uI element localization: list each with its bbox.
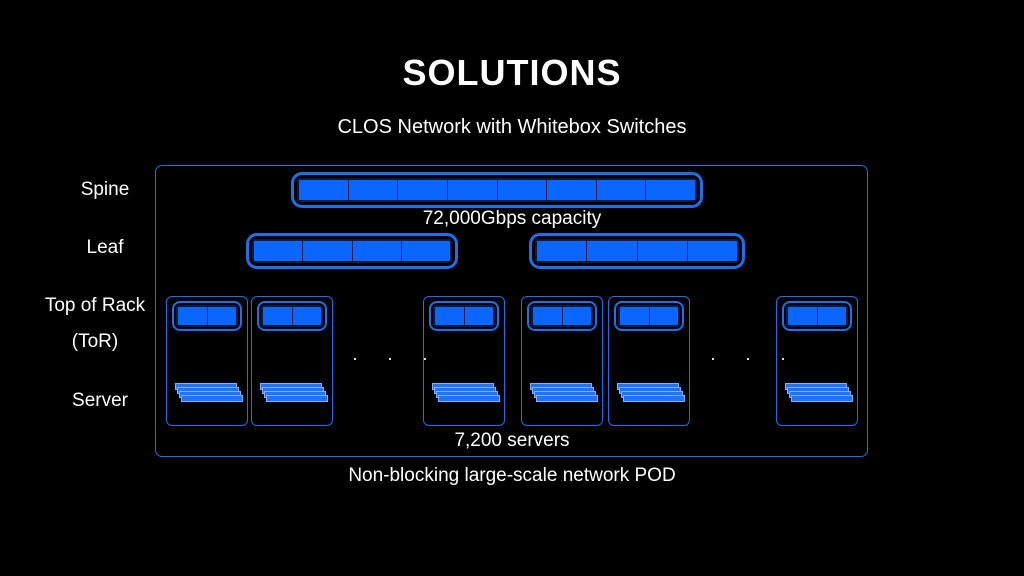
switch-port — [254, 241, 304, 261]
leaf-switch-ports — [252, 239, 452, 263]
switch-port — [348, 180, 399, 200]
switch-port — [687, 241, 737, 261]
switch-port — [547, 180, 597, 200]
rack — [251, 296, 333, 426]
layer-label-spine: Spine — [80, 179, 130, 200]
switch-port — [497, 180, 548, 200]
server-stack — [785, 383, 855, 405]
switch-port — [596, 180, 647, 200]
switch-port — [303, 241, 353, 261]
server-unit — [438, 395, 500, 402]
switch-port — [352, 241, 402, 261]
rack — [423, 296, 505, 426]
footer-caption: Non-blocking large-scale network POD — [348, 465, 676, 486]
rack — [166, 296, 248, 426]
rack — [776, 296, 858, 426]
switch-port — [537, 241, 588, 261]
layer-label-tor-line1: Top of Rack — [44, 295, 146, 316]
tor-switch — [527, 301, 597, 331]
spine-capacity-caption: 72,000Gbps capacity — [422, 208, 602, 229]
server-unit — [536, 395, 598, 402]
spine-switch — [291, 172, 703, 208]
switch-port — [788, 307, 818, 325]
layer-label-server: Server — [72, 390, 128, 411]
ellipsis-right: · · · — [710, 348, 798, 368]
tor-switch — [172, 301, 242, 331]
switch-port — [533, 307, 563, 325]
server-stack — [617, 383, 687, 405]
switch-port — [398, 180, 448, 200]
switch-port — [587, 241, 638, 261]
page-title: SOLUTIONS — [402, 52, 622, 93]
rack — [521, 296, 603, 426]
layer-label-tor-line2: (ToR) — [71, 331, 119, 353]
tor-switch — [614, 301, 684, 331]
switch-port — [637, 241, 688, 261]
leaf-switch-right — [529, 233, 745, 269]
switch-port — [401, 241, 450, 261]
switch-port — [263, 307, 293, 325]
switch-port — [447, 180, 498, 200]
spine-switch-ports — [297, 178, 697, 202]
server-stack — [175, 383, 245, 405]
server-stack — [530, 383, 600, 405]
ellipsis-left: · · · — [352, 348, 440, 368]
server-count-caption: 7,200 servers — [454, 430, 570, 451]
tor-switch — [782, 301, 852, 331]
leaf-switch-ports — [535, 239, 739, 263]
switch-port — [817, 307, 846, 325]
rack — [608, 296, 690, 426]
leaf-switch-left — [246, 233, 458, 269]
switch-port — [292, 307, 321, 325]
layer-label-tor: Top of Rack (ToR) — [30, 288, 160, 360]
server-stack — [260, 383, 330, 405]
switch-port — [620, 307, 650, 325]
switch-port — [649, 307, 678, 325]
switch-port — [207, 307, 236, 325]
switch-port — [562, 307, 591, 325]
tor-switch — [257, 301, 327, 331]
server-unit — [791, 395, 853, 402]
server-unit — [623, 395, 685, 402]
switch-port — [299, 180, 349, 200]
layer-label-leaf: Leaf — [86, 237, 124, 258]
page-subtitle: CLOS Network with Whitebox Switches — [337, 116, 687, 138]
tor-switch — [429, 301, 499, 331]
pod-frame — [155, 165, 868, 457]
server-unit — [181, 395, 243, 402]
server-unit — [266, 395, 328, 402]
switch-port — [178, 307, 208, 325]
switch-port — [464, 307, 493, 325]
switch-port — [646, 180, 695, 200]
server-stack — [432, 383, 502, 405]
switch-port — [435, 307, 465, 325]
